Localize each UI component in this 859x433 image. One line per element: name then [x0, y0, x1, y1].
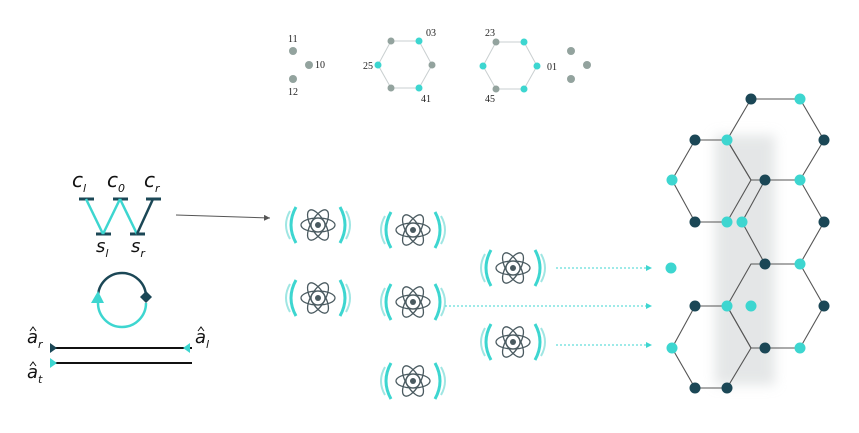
label-c-0-sub: 0	[118, 182, 125, 195]
label-c-r: c	[144, 168, 155, 192]
label-s-l: s	[96, 236, 105, 257]
label-25: 25	[363, 61, 373, 72]
label-a-t-sub: t	[38, 373, 43, 386]
label-12: 12	[288, 87, 298, 98]
label-11: 11	[288, 34, 298, 45]
svg-text:al: al	[195, 327, 209, 351]
label-45: 45	[485, 94, 495, 105]
cycle-icon	[91, 271, 152, 329]
label-10: 10	[315, 60, 325, 71]
atom-icon	[379, 282, 447, 322]
label-23: 23	[485, 28, 495, 39]
svg-text:sr: sr	[131, 236, 146, 260]
top-left-cluster: 11 10 12	[288, 34, 325, 98]
svg-text:ar: ar	[27, 327, 44, 351]
svg-text:cl: cl	[72, 168, 86, 195]
top-hexagon-b: 23 01 45	[479, 28, 591, 105]
atom-icon	[284, 205, 352, 245]
label-c-r-sub: r	[155, 182, 161, 195]
atom-icon	[284, 278, 352, 318]
main-arrow	[175, 214, 271, 221]
honeycomb-lattice	[665, 93, 830, 394]
label-a-r-sub: r	[38, 338, 44, 351]
atom-icon	[379, 361, 447, 401]
atom-icon	[479, 248, 547, 288]
top-hexagon-a: 03 25 41	[363, 28, 436, 105]
label-s-l-sub: l	[105, 247, 108, 260]
svg-text:at: at	[27, 362, 43, 386]
label-c-l: c	[72, 168, 83, 192]
label-a-r: a	[27, 327, 38, 348]
label-s-r-sub: r	[140, 247, 146, 260]
label-41: 41	[421, 94, 431, 105]
w-diagram: cl c0 cr sl sr	[72, 168, 161, 260]
label-s-r: s	[131, 236, 140, 257]
svg-text:cr: cr	[144, 168, 161, 195]
atom-icon	[479, 322, 547, 362]
label-c-l-sub: l	[83, 182, 86, 195]
atom-icon	[379, 210, 447, 250]
label-a-l: a	[195, 327, 206, 348]
a-lines: ar al at	[27, 326, 209, 386]
label-a-l-sub: l	[206, 338, 209, 351]
label-01: 01	[547, 62, 557, 73]
svg-text:c0: c0	[107, 168, 125, 195]
label-c-0: c	[107, 168, 118, 192]
label-03: 03	[426, 28, 436, 39]
label-a-t: a	[27, 362, 38, 383]
svg-text:sl: sl	[96, 236, 108, 260]
